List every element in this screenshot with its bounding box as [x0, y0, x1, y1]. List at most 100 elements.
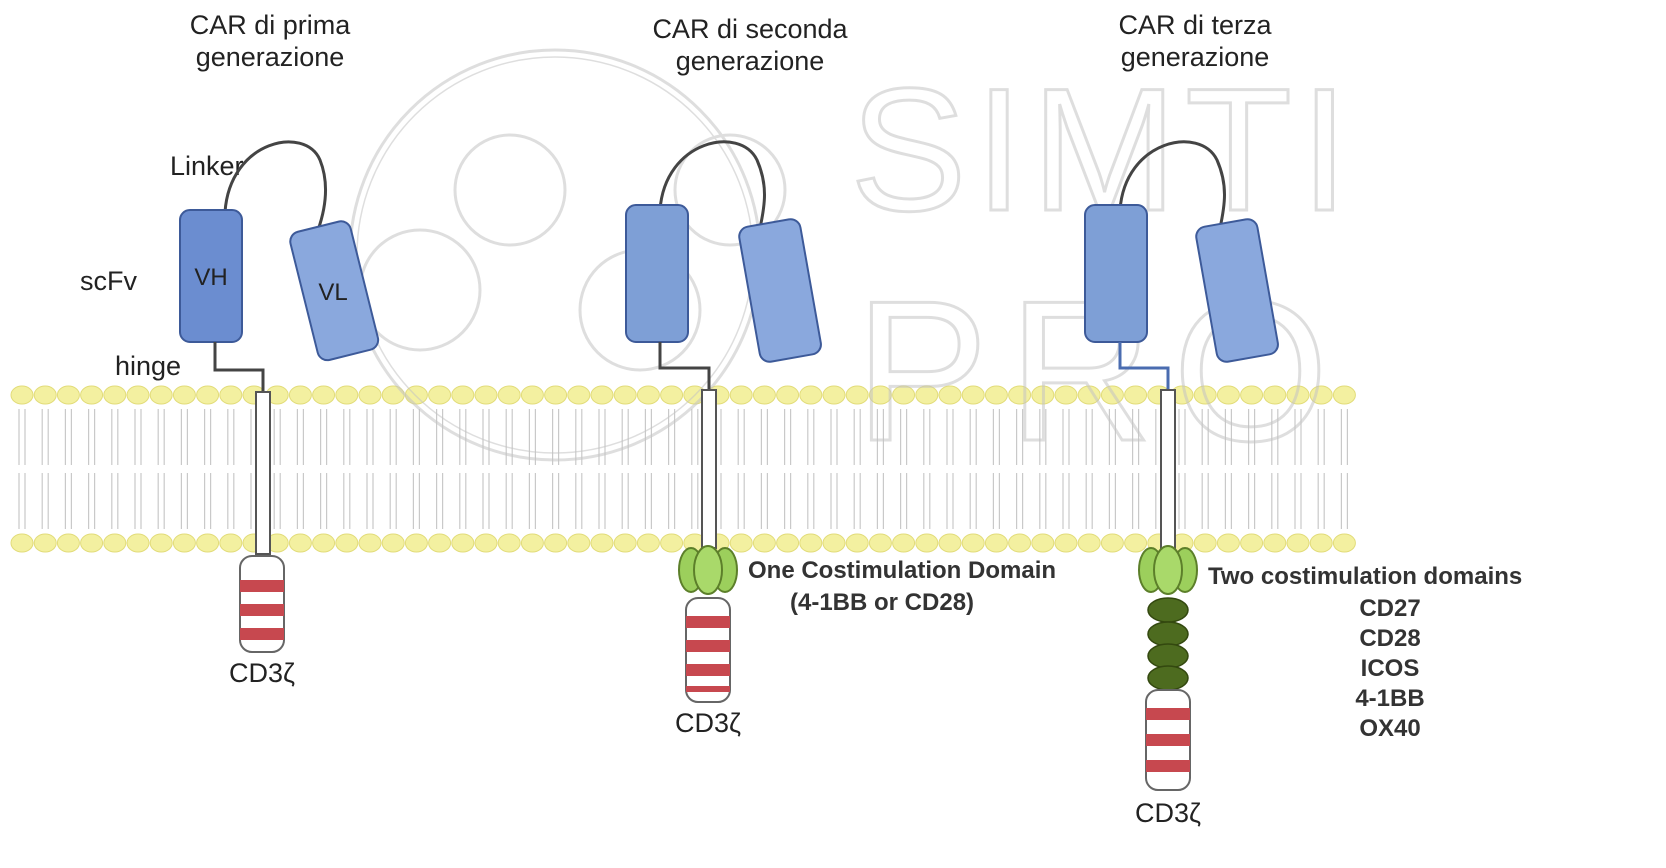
car-first-generation: CAR di prima generazione Linker scFv hin…	[80, 10, 380, 688]
one-costim-options: (4-1BB or CD28)	[790, 589, 974, 616]
lipid-head	[846, 534, 868, 552]
gen3-cd3z-domain	[1146, 690, 1190, 790]
lipid-head	[197, 534, 219, 552]
lipid-head	[1009, 534, 1031, 552]
lipid-head	[753, 386, 775, 404]
lipid-head	[81, 534, 103, 552]
lipid-head	[753, 534, 775, 552]
lipid-head	[1287, 534, 1309, 552]
lipid-head	[661, 534, 683, 552]
lipid-head	[382, 534, 404, 552]
costim-option: CD28	[1359, 625, 1420, 652]
gen1-transmembrane	[256, 392, 270, 554]
lipid-head	[800, 534, 822, 552]
lipid-head	[475, 534, 497, 552]
lipid-head	[545, 386, 567, 404]
lipid-head	[11, 534, 33, 552]
lipid-head	[823, 534, 845, 552]
lipid-head	[336, 386, 358, 404]
hinge-label: hinge	[115, 351, 181, 381]
costim-option: OX40	[1359, 715, 1420, 742]
gen2-cd3z-domain	[686, 598, 730, 702]
lipid-head	[614, 534, 636, 552]
lipid-head	[1217, 534, 1239, 552]
lipid-head	[637, 534, 659, 552]
gen1-title-line2: generazione	[196, 42, 345, 72]
lipid-head	[127, 386, 149, 404]
gen1-cd3z-label: CD3ζ	[229, 658, 295, 688]
lipid-head	[289, 386, 311, 404]
lipid-head	[545, 534, 567, 552]
lipid-head	[34, 386, 56, 404]
lipid-head	[1264, 534, 1286, 552]
gen3-title-line2: generazione	[1121, 42, 1270, 72]
lipid-head	[173, 534, 195, 552]
lipid-head	[1310, 534, 1332, 552]
lipid-head	[289, 534, 311, 552]
lipid-head	[730, 534, 752, 552]
lipid-head	[359, 534, 381, 552]
lipid-head	[591, 386, 613, 404]
lipid-head	[1055, 534, 1077, 552]
lipid-head	[800, 386, 822, 404]
lipid-head	[1241, 534, 1263, 552]
lipid-head	[1333, 534, 1355, 552]
lipid-head	[730, 386, 752, 404]
gen2-title-line1: CAR di seconda	[652, 14, 848, 44]
lipid-head	[127, 534, 149, 552]
one-costim-title: One Costimulation Domain	[748, 557, 1056, 584]
gen2-title-line2: generazione	[676, 46, 825, 76]
lipid-head	[591, 534, 613, 552]
gen2-transmembrane	[702, 390, 716, 548]
lipid-head	[429, 534, 451, 552]
lipid-head	[475, 386, 497, 404]
lipid-head	[104, 386, 126, 404]
lipid-head	[916, 534, 938, 552]
gen2-vl-domain	[738, 218, 823, 364]
gen1-cd3z-domain	[240, 556, 284, 652]
gen3-cd3z-label: CD3ζ	[1135, 798, 1201, 828]
lipid-head	[1032, 534, 1054, 552]
lipid-head	[173, 386, 195, 404]
lipid-head	[985, 534, 1007, 552]
gen1-title-line1: CAR di prima	[190, 10, 352, 40]
lipid-head	[359, 386, 381, 404]
lipid-head	[1125, 534, 1147, 552]
gen3-costim-domain-2	[1148, 598, 1188, 690]
gen2-vh-domain	[626, 205, 688, 342]
lipid-head	[220, 386, 242, 404]
gen2-costim-domain	[679, 546, 737, 594]
lipid-head	[336, 534, 358, 552]
gen2-cd3z-label: CD3ζ	[675, 708, 741, 738]
linker-label: Linker	[170, 151, 244, 181]
costim-option: CD27	[1359, 595, 1420, 622]
lipid-head	[150, 534, 172, 552]
gen3-costim-domain-1	[1139, 546, 1197, 594]
lipid-head	[568, 534, 590, 552]
lipid-head	[637, 386, 659, 404]
gen3-vh-domain	[1085, 205, 1147, 342]
gen3-transmembrane	[1161, 390, 1175, 548]
lipid-head	[498, 386, 520, 404]
lipid-head	[614, 386, 636, 404]
lipid-head	[661, 386, 683, 404]
lipid-head	[220, 534, 242, 552]
lipid-head	[521, 386, 543, 404]
lipid-head	[34, 534, 56, 552]
lipid-head	[313, 534, 335, 552]
lipid-head	[429, 386, 451, 404]
gen1-vh-label: VH	[194, 264, 227, 291]
lipid-head	[197, 386, 219, 404]
lipid-head	[405, 534, 427, 552]
lipid-head	[777, 386, 799, 404]
lipid-head	[313, 386, 335, 404]
lipid-head	[1194, 534, 1216, 552]
lipid-head	[57, 534, 79, 552]
lipid-head	[452, 386, 474, 404]
lipid-head	[568, 386, 590, 404]
two-costim-title: Two costimulation domains	[1208, 563, 1522, 590]
lipid-head	[521, 534, 543, 552]
lipid-head	[823, 386, 845, 404]
lipid-head	[104, 534, 126, 552]
